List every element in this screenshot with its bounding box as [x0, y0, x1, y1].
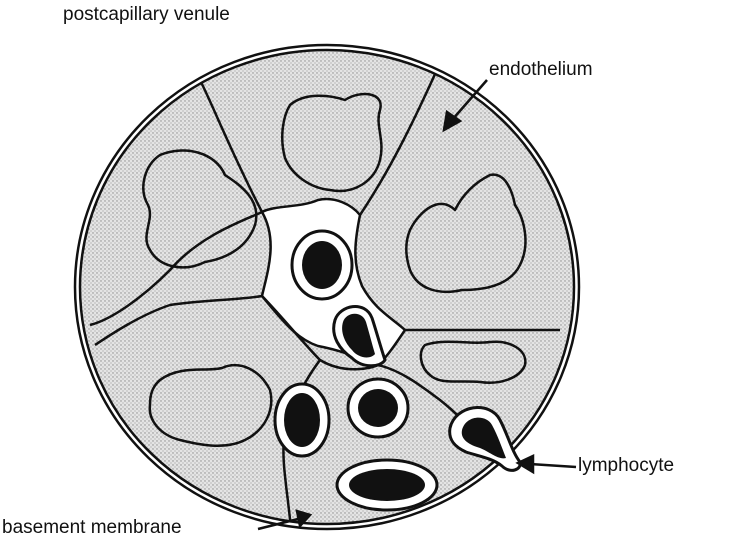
lymphocyte: [348, 379, 408, 437]
lymphocyte: [275, 384, 329, 456]
lymphocyte-label: lymphocyte: [578, 455, 674, 477]
basement-membrane-label: basement membrane: [2, 517, 182, 539]
lymphocyte-pointer-line: [530, 464, 576, 467]
lymphocyte: [292, 231, 352, 299]
endothelium-label: endothelium: [489, 59, 593, 81]
lymphocyte-arrowhead: [518, 456, 533, 472]
lymphocyte: [337, 460, 437, 510]
diagram-title: postcapillary venule: [63, 4, 230, 26]
